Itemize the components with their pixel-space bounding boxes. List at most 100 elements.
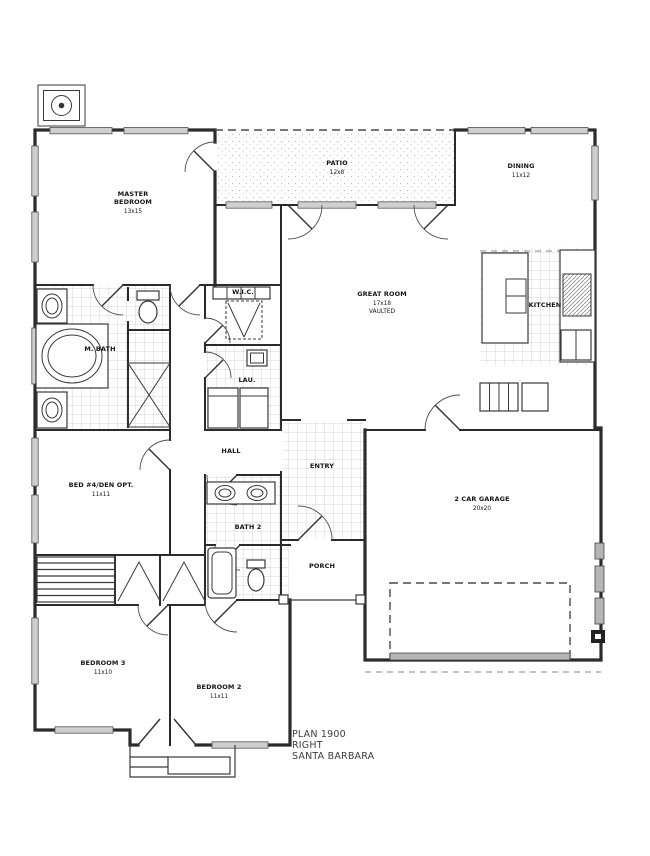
window — [530, 127, 589, 135]
utility-fan-hub — [58, 102, 65, 109]
window — [31, 437, 39, 487]
window — [54, 726, 114, 734]
front-stoop-step — [167, 756, 231, 775]
label-master-bedroom-2: BEDROOM — [114, 198, 152, 206]
linen-shelves — [226, 287, 256, 299]
window — [591, 145, 599, 201]
bifold-closet-doors — [117, 560, 206, 602]
electrical-meter-window — [595, 634, 601, 639]
exterior-details — [36, 84, 236, 778]
window — [49, 127, 113, 135]
patio-floor — [216, 131, 454, 204]
laundry-sink — [246, 349, 268, 367]
bathtub-inner — [47, 334, 97, 378]
label-bedroom2: BEDROOM 2 — [196, 683, 241, 691]
sink-bowl — [250, 488, 264, 498]
label-porch: PORCH — [309, 562, 335, 570]
label-master-bedroom: MASTER — [118, 190, 149, 198]
bath2-fixtures — [206, 481, 276, 599]
patio-slider — [297, 201, 357, 209]
dims-great-room: 17x18 — [373, 301, 391, 307]
note-great-room: VAULTED — [369, 309, 395, 315]
washer-symbol — [207, 387, 239, 429]
label-bed4-den: BED #4/DEN OPT. — [69, 481, 134, 489]
door-leaf — [204, 324, 224, 344]
kitchen-island — [481, 252, 529, 344]
dims-bed4-den: 11x11 — [92, 492, 110, 498]
dims-garage: 20x20 — [473, 506, 491, 512]
porch-post — [278, 594, 289, 605]
dims-dining: 11x12 — [512, 173, 530, 179]
garage-door — [389, 652, 571, 661]
window — [31, 494, 39, 544]
side-steps-treads — [37, 562, 115, 597]
bathtub-inner — [211, 551, 233, 595]
door-leaf — [148, 448, 171, 471]
sink-bowl — [218, 488, 232, 498]
sink-symbol — [214, 485, 236, 501]
cabinet — [521, 382, 549, 412]
label-bedroom3: BEDROOM 3 — [80, 659, 125, 667]
porch-post — [355, 594, 366, 605]
wic-shelf-braces — [227, 302, 261, 338]
sink-bowl — [45, 297, 59, 315]
kitchen-fixtures — [479, 249, 596, 412]
door-leaf — [146, 604, 169, 627]
room-labels: MASTER BEDROOM 13x15 PATIO 12x8 DINING 1… — [69, 159, 562, 700]
front-door-leaf — [297, 515, 323, 541]
window — [467, 127, 526, 135]
door-leaf — [204, 359, 224, 379]
label-garage: 2 CAR GARAGE — [454, 495, 509, 503]
label-great-room: GREAT ROOM — [357, 290, 407, 298]
garage-apron-dashed — [389, 582, 571, 658]
door-leaf — [178, 284, 201, 307]
pantry-shelves — [489, 383, 509, 411]
plan-style-name: SANTA BARBARA — [292, 751, 375, 762]
door-leaf — [213, 599, 238, 624]
front-stoop — [129, 745, 236, 778]
plan-number: PLAN 1900 — [292, 729, 346, 740]
plan-orientation: RIGHT — [292, 740, 323, 751]
window — [211, 741, 269, 749]
title-block: PLAN 1900 RIGHT SANTA BARBARA — [292, 729, 375, 762]
door-leaf — [193, 150, 216, 173]
bathtub-symbol — [207, 547, 237, 599]
vanity — [206, 481, 276, 505]
garage-house-door-leaf — [434, 404, 461, 431]
window — [31, 617, 39, 685]
door-leaf — [101, 284, 124, 307]
label-laundry: LAU. — [238, 376, 255, 384]
side-steps — [36, 556, 116, 603]
garage-elements — [365, 542, 605, 673]
utility-box — [37, 84, 86, 127]
utility-panel — [594, 597, 605, 625]
bathtub-symbol — [41, 328, 103, 384]
label-patio: PATIO — [326, 159, 348, 167]
toilet-symbol — [247, 568, 265, 592]
toilet-symbol — [138, 300, 158, 324]
label-master-bath: M. BATH — [84, 345, 115, 353]
range-symbol — [562, 273, 592, 317]
door-leaf — [423, 204, 449, 230]
label-kitchen: KITCHEN — [529, 301, 562, 309]
label-hall: HALL — [221, 447, 240, 455]
shower-x — [127, 362, 171, 428]
wic-laundry-fixtures — [207, 286, 271, 429]
utility-box-inner — [43, 90, 80, 121]
window — [225, 201, 273, 209]
dims-bedroom3: 11x10 — [94, 670, 112, 676]
toilet-tank — [136, 290, 160, 301]
shower-symbol — [127, 362, 171, 428]
entry-tile-floor — [283, 422, 364, 539]
window — [31, 211, 39, 263]
label-bath2: BATH 2 — [235, 523, 262, 531]
utility-panel — [594, 565, 605, 593]
windows — [31, 127, 599, 749]
dryer-symbol — [239, 387, 269, 429]
front-stoop-treads — [130, 756, 168, 768]
utility-panel — [594, 542, 605, 560]
dims-bedroom2: 11x11 — [210, 694, 228, 700]
french-door-leaf — [137, 718, 161, 746]
utility-fan-icon — [51, 95, 72, 116]
